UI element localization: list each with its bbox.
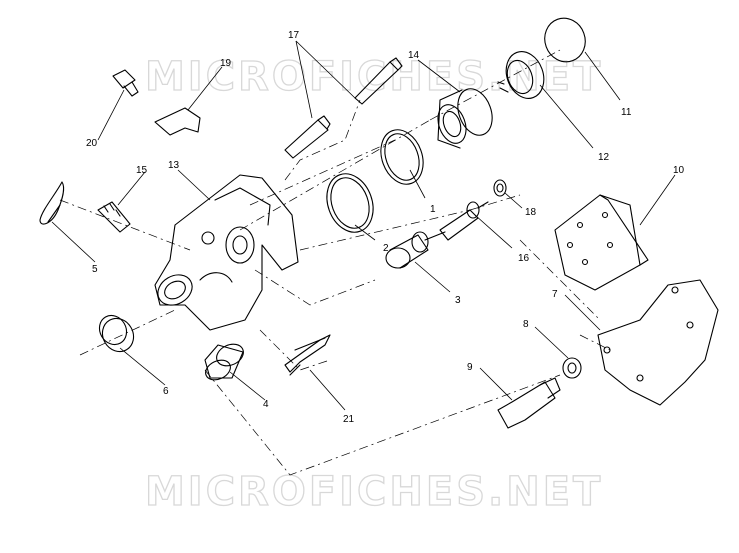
part-3-adjuster	[385, 231, 446, 269]
part-15-bleeder	[97, 201, 131, 233]
part-12-boot	[497, 51, 545, 99]
callout-13: 13	[168, 160, 180, 171]
part-6-plug	[98, 314, 135, 353]
part-4-bushing	[204, 343, 244, 381]
callout-1: 1	[430, 204, 436, 215]
callout-18: 18	[525, 207, 537, 218]
part-10-brake-pad	[554, 194, 649, 291]
part-1-seal-ring	[380, 129, 424, 185]
callout-3: 3	[455, 295, 461, 306]
callout-11: 11	[621, 107, 632, 118]
part-21-spring	[284, 334, 331, 376]
part-17-guide-pins	[284, 57, 403, 159]
leader-lines	[51, 40, 676, 411]
part-19-clip	[154, 107, 201, 136]
part-9-mount-bolt	[497, 377, 561, 429]
callout-2: 2	[383, 243, 389, 254]
callout-20: 20	[86, 138, 98, 149]
callout-4: 4	[263, 399, 269, 410]
callout-15: 15	[136, 165, 148, 176]
callout-7: 7	[552, 289, 558, 300]
callout-9: 9	[467, 362, 473, 373]
callout-5: 5	[92, 264, 98, 275]
part-5-spring-clip	[39, 181, 65, 225]
callout-19: 19	[220, 58, 232, 69]
part-20-bleed-bolt	[112, 69, 139, 97]
callout-12: 12	[598, 152, 610, 163]
part-14-piston	[437, 88, 493, 149]
callout-17: 17	[288, 30, 300, 41]
callout-14: 14	[408, 50, 420, 61]
part-2-seal-ring	[326, 173, 374, 233]
watermark-top: MICROFICHES.NET	[145, 54, 603, 100]
part-16-adjuster-screw	[439, 201, 489, 241]
part-13-caliper-body	[154, 174, 299, 331]
part-7-mounting-bracket	[597, 279, 719, 406]
callout-10: 10	[673, 165, 685, 176]
part-11-cover	[544, 17, 586, 63]
callout-16: 16	[518, 253, 530, 264]
callout-21: 21	[343, 414, 355, 425]
part-18-washer	[493, 179, 507, 197]
watermark-bottom: MICROFICHES.NET	[145, 469, 603, 515]
part-8-washer	[562, 357, 582, 379]
callout-6: 6	[163, 386, 169, 397]
callout-8: 8	[523, 319, 529, 330]
callout-labels: 1 2 3 4 5 6 7 8 9 10 11 12 13 14 15 16 1…	[86, 30, 685, 425]
assembly-axes	[59, 49, 611, 476]
